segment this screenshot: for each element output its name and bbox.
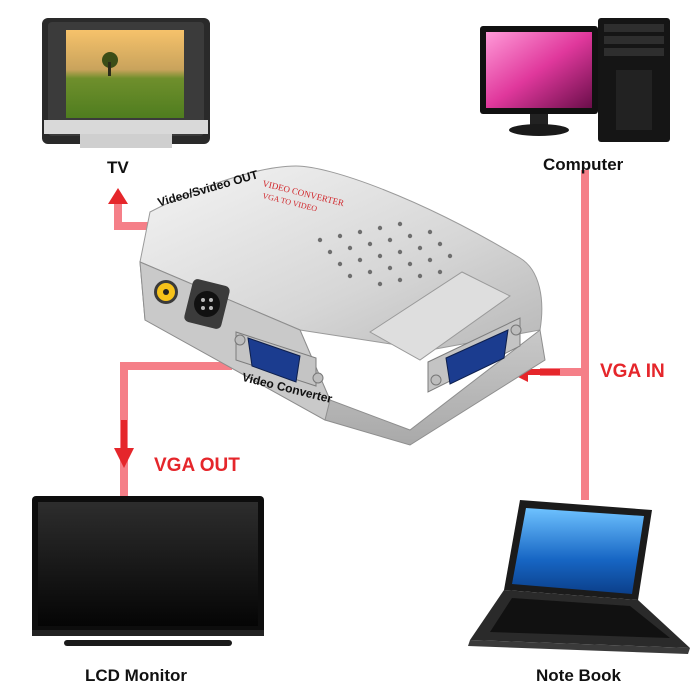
vga-out-arrow-icon (114, 448, 134, 468)
vga-out-port-icon (234, 331, 324, 387)
video-converter-box: VIDEO CONVERTER VGA TO VIDEO (139, 165, 546, 446)
computer-device (480, 18, 670, 142)
vga-in-port-icon (427, 317, 522, 393)
tv-cable (114, 196, 160, 230)
notebook-device (468, 500, 690, 654)
tv-device (42, 18, 210, 148)
svideo-port-icon (184, 279, 230, 329)
rca-port-icon (154, 280, 178, 304)
notebook-label: Note Book (536, 666, 621, 685)
vga-in-label: VGA IN (600, 361, 665, 382)
computer-label: Computer (543, 155, 624, 174)
tv-label: TV (107, 158, 129, 177)
lcd-monitor-device (32, 496, 264, 646)
tv-arrow-icon (108, 188, 128, 204)
vent-holes (317, 221, 453, 287)
vga-out-label: VGA OUT (154, 455, 240, 476)
lcd-monitor-label: LCD Monitor (85, 666, 187, 685)
